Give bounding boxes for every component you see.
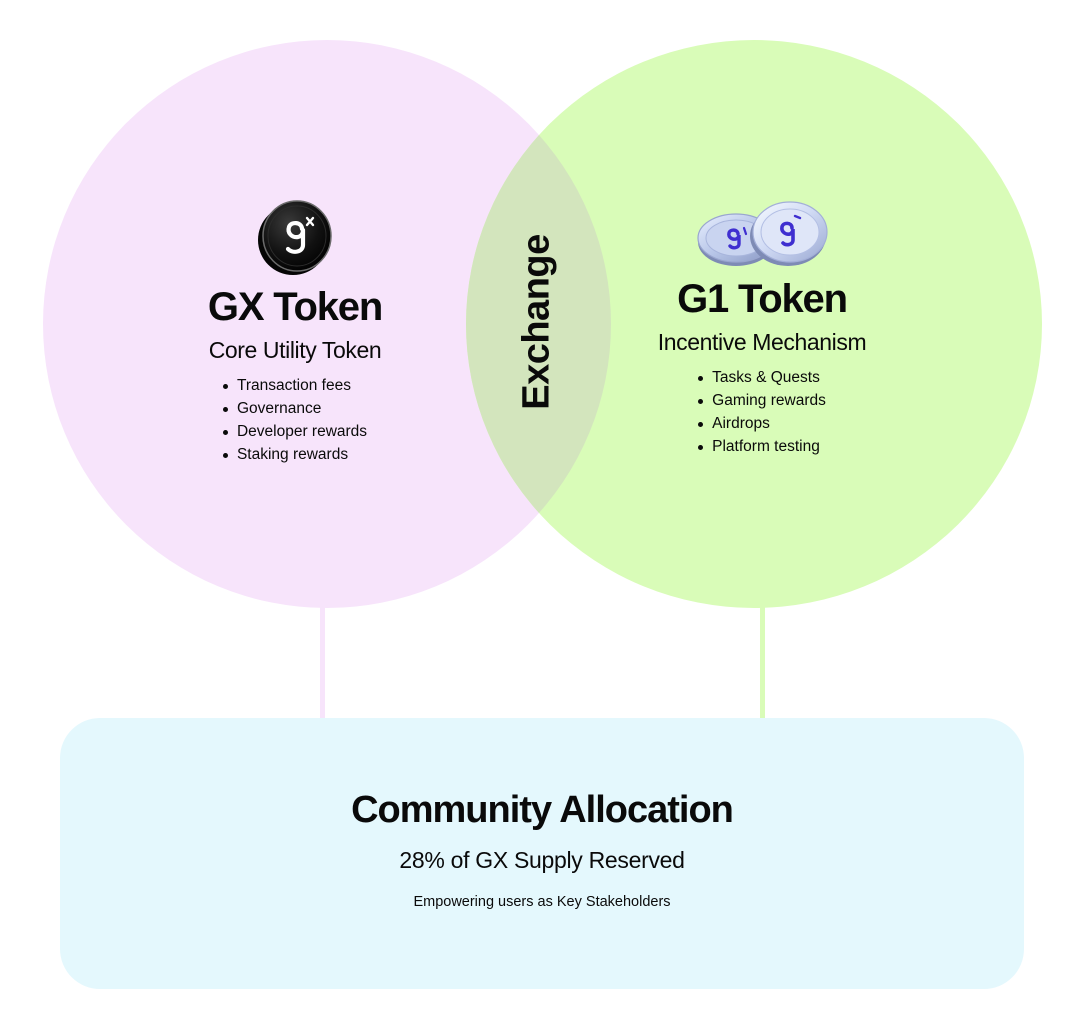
list-item: Governance xyxy=(222,397,367,420)
list-item: Staking rewards xyxy=(222,443,367,466)
g1-token-subtitle: Incentive Mechanism xyxy=(657,329,867,355)
g1-connector-line xyxy=(760,606,765,720)
gx-token-title: GX Token xyxy=(207,285,383,329)
community-allocation-box: Community Allocation 28% of GX Supply Re… xyxy=(60,718,1024,989)
list-item: Developer rewards xyxy=(222,420,367,443)
gx-coin-icon xyxy=(258,200,332,275)
g1-token-title: G1 Token xyxy=(677,277,848,321)
list-item: Transaction fees xyxy=(222,374,367,397)
community-subtitle: 28% of GX Supply Reserved xyxy=(399,847,685,873)
gx-token-block: GX Token Core Utility Token Transaction … xyxy=(170,196,420,466)
g1-token-feature-list: Tasks & Quests Gaming rewards Airdrops P… xyxy=(698,366,826,458)
exchange-label: Exchange xyxy=(515,234,558,410)
community-caption: Empowering users as Key Stakeholders xyxy=(413,894,671,910)
g1-token-block: G1 Token Incentive Mechanism Tasks & Que… xyxy=(630,198,894,458)
list-item: Tasks & Quests xyxy=(698,366,826,389)
community-title: Community Allocation xyxy=(351,789,734,831)
gx-token-feature-list: Transaction fees Governance Developer re… xyxy=(222,374,367,466)
list-item: Platform testing xyxy=(698,435,826,458)
gx-connector-line xyxy=(320,606,325,720)
g1-coins-icon xyxy=(697,201,828,266)
gx-token-subtitle: Core Utility Token xyxy=(208,337,382,363)
list-item: Airdrops xyxy=(698,412,826,435)
list-item: Gaming rewards xyxy=(698,389,826,412)
